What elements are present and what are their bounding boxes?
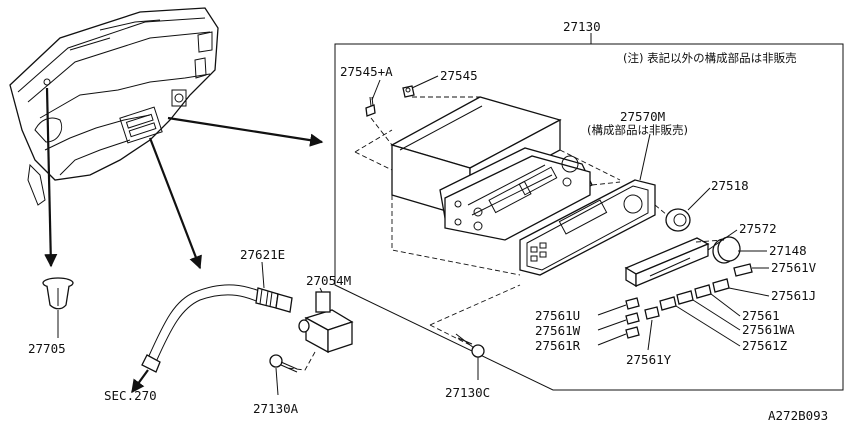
pointer-arrows: [44, 87, 324, 270]
label-27561r: 27561R: [535, 338, 581, 353]
label-27518: 27518: [711, 178, 749, 193]
label-27130a: 27130A: [253, 401, 299, 416]
note-non-sale: (注) 表記以外の構成部品は非販売: [623, 51, 797, 65]
label-27705: 27705: [28, 341, 66, 356]
knob-27148: [712, 236, 741, 264]
clip-27705: [42, 277, 74, 310]
label-27561v: 27561V: [771, 260, 817, 275]
label-27545: 27545: [440, 68, 478, 83]
leader-lines: [57, 75, 770, 396]
label-27561y: 27561Y: [626, 352, 672, 367]
label-27561j: 27561J: [771, 288, 816, 303]
assembly-frame: [334, 33, 844, 391]
screw-27130a: [269, 354, 298, 373]
dashboard-illustration: [9, 7, 219, 206]
label-27572: 27572: [739, 221, 777, 236]
note-components-non-sale: (構成部品は非販売): [587, 123, 688, 137]
label-27561z: 27561Z: [742, 338, 788, 353]
label-27054m: 27054M: [306, 273, 351, 288]
screw-27545a: [365, 96, 376, 117]
control-unit: [390, 96, 593, 241]
label-27561: 27561: [742, 308, 780, 323]
diagram-code: A272B093: [768, 408, 828, 423]
label-27561w: 27561W: [535, 323, 581, 338]
label-27545a: 27545+A: [340, 64, 393, 79]
label-sec270: SEC.270: [104, 388, 157, 403]
sensor-27054m: [286, 291, 354, 371]
label-27130: 27130: [563, 19, 601, 34]
screw-27545: [402, 85, 415, 98]
label-27621e: 27621E: [240, 247, 285, 262]
label-27130c: 27130C: [445, 385, 490, 400]
aspirator-hose: [131, 284, 293, 394]
knob-27518: [665, 208, 691, 232]
faceplate: [519, 179, 656, 276]
display-lens: [624, 237, 710, 288]
buttons: [625, 263, 753, 339]
label-27561wa: 27561WA: [742, 322, 795, 337]
label-27561u: 27561U: [535, 308, 580, 323]
label-27148: 27148: [769, 243, 807, 258]
label-27570m: 27570M: [620, 109, 665, 124]
screw-27130c: [455, 333, 485, 358]
